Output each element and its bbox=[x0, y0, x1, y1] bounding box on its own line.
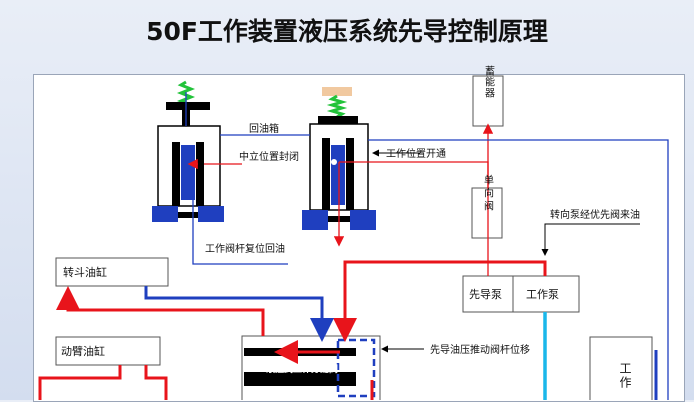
label-work-pump: 工作泵 bbox=[526, 288, 559, 301]
return-lines-thick bbox=[144, 286, 658, 400]
label-distribution-valve: 液控式工作分配阀 bbox=[266, 363, 338, 375]
pilot-valve-neutral bbox=[152, 80, 224, 222]
label-pilot-push: 先导油压推动阀杆位移 bbox=[430, 343, 530, 356]
label-work-tank: 工作 bbox=[618, 362, 632, 390]
pressure-lines bbox=[38, 260, 547, 400]
label-check-valve: 单向阀 bbox=[482, 174, 494, 213]
push-pad bbox=[322, 87, 352, 96]
label-pilot-pump: 先导泵 bbox=[469, 288, 502, 301]
bucket-cylinder-box bbox=[55, 257, 169, 287]
boom-cylinder-box bbox=[55, 336, 161, 366]
label-neutral-closed: 中立位置封闭 bbox=[239, 150, 299, 163]
label-accumulator: 蓄能器 bbox=[483, 65, 495, 98]
pilot-pump-box bbox=[462, 275, 514, 313]
label-bucket-cylinder: 转斗油缸 bbox=[63, 265, 107, 279]
label-spool-return: 工作阀杆复位回油 bbox=[205, 242, 285, 255]
pilot-internal-lines bbox=[187, 123, 494, 276]
label-return-tank: 回油箱 bbox=[249, 122, 279, 135]
leader-arrows bbox=[372, 149, 640, 353]
label-steering-pump: 转向泵经优先阀来油 bbox=[550, 208, 640, 221]
spring-right bbox=[326, 94, 348, 119]
label-work-open: 工作位置开通 bbox=[386, 147, 446, 160]
accumulator-box bbox=[472, 75, 504, 127]
handle-plate-left bbox=[166, 102, 210, 110]
return-lines bbox=[185, 92, 669, 400]
check-valve-box bbox=[471, 187, 503, 239]
work-tank-box bbox=[589, 336, 653, 400]
page-title: 50F工作装置液压系统先导控制原理 bbox=[146, 17, 548, 46]
label-boom-cylinder: 动臂油缸 bbox=[61, 344, 105, 358]
